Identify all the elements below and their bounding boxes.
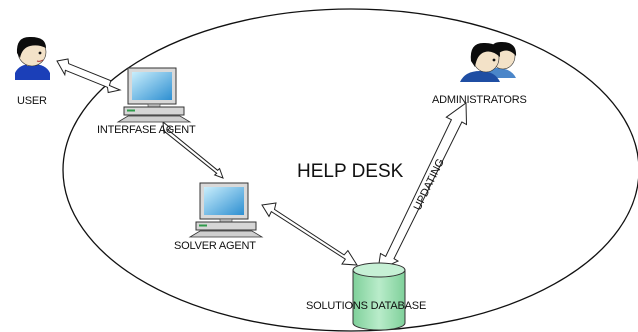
user-head-icon bbox=[15, 36, 50, 80]
solver-agent-label: SOLVER AGENT bbox=[174, 240, 256, 252]
arrow-interface-solver bbox=[162, 120, 224, 179]
desktop-computer-icon bbox=[188, 182, 264, 238]
arrow-user-interface bbox=[56, 58, 122, 94]
administrators-label: ADMINISTRATORS bbox=[432, 94, 527, 106]
help-desk-boundary bbox=[62, 8, 638, 332]
database-label: SOLUTIONS DATABASE bbox=[306, 300, 427, 312]
user-label: USER bbox=[17, 95, 47, 107]
arrow-database-administrators bbox=[377, 102, 468, 271]
database-cylinder-icon bbox=[352, 262, 406, 331]
desktop-computer-icon bbox=[116, 67, 192, 123]
help-desk-title: HELP DESK bbox=[297, 161, 404, 182]
arrow-solver-database bbox=[261, 202, 358, 266]
two-heads-icon bbox=[460, 41, 517, 82]
interface-agent-label: INTERFASE AGENT bbox=[97, 124, 196, 136]
